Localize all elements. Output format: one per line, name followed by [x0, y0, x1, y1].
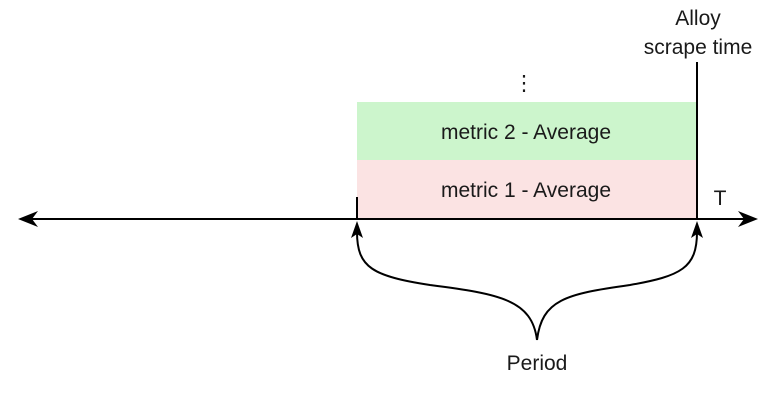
metric-2-box: [357, 102, 697, 160]
time-axis: [18, 211, 758, 227]
axis-right-arrowhead: [738, 211, 758, 227]
period-label: Period: [507, 352, 568, 375]
time-axis-label: T: [714, 187, 727, 210]
metric-2-label: metric 2 - Average: [441, 121, 611, 144]
period-brace: [356, 231, 698, 341]
axis-left-arrowhead: [18, 211, 38, 227]
scrape-time-label-line2: scrape time: [644, 36, 753, 59]
scrape-time-label-line1: Alloy: [675, 7, 721, 30]
metric-1-box: [357, 160, 697, 219]
brace-left-arrowhead: [351, 221, 363, 238]
brace-right-arrowhead: [691, 221, 703, 238]
metric-1-label: metric 1 - Average: [441, 179, 611, 202]
ellipsis-marker: ⋮: [514, 72, 535, 95]
